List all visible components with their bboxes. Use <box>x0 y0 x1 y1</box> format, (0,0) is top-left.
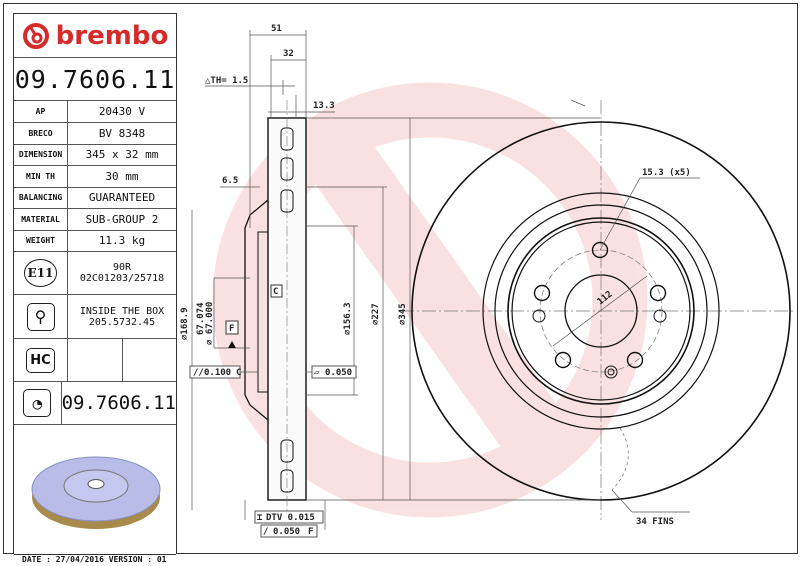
brand-row: brembo <box>14 14 176 58</box>
spec-row-weight: WEIGHT 11.3 kg <box>14 230 176 252</box>
svg-text:F: F <box>308 527 313 537</box>
brand-name: brembo <box>55 20 169 51</box>
spec-value: 20430 V <box>98 105 146 118</box>
disc-3d-image <box>14 425 176 555</box>
brembo-logo-icon <box>22 22 49 49</box>
spec-label: AP <box>14 101 68 122</box>
dim-13-3: 13.3 <box>313 101 335 111</box>
spec-label: WEIGHT <box>14 230 68 251</box>
bolt-hole-label: 15.3 (x5) <box>642 168 691 178</box>
dim-67-074: 67.074 <box>196 302 206 335</box>
screws-note: INSIDE THE BOX <box>79 305 165 317</box>
dim-32: 32 <box>283 49 294 59</box>
svg-text:/: / <box>263 527 268 537</box>
parallelism-tolerance: //0.100 C <box>189 365 241 379</box>
hc-row: HC <box>14 339 176 382</box>
disc-pad-kit-icon: ◔ <box>23 389 52 417</box>
spec-value: 11.3 kg <box>98 234 146 247</box>
kit-part-number: 09.7606.11 <box>61 392 176 414</box>
spec-label: BALANCING <box>14 187 68 208</box>
svg-text://: // <box>193 368 204 378</box>
dim-delta-th: △TH= 1.5 <box>205 76 248 86</box>
svg-text:F: F <box>229 324 234 334</box>
spec-row-dimension: DIMENSION 345 x 32 mm <box>14 144 176 166</box>
svg-text:DTV 0.015: DTV 0.015 <box>266 513 315 523</box>
svg-text:C: C <box>273 287 278 297</box>
screws-part-number: 205.5732.45 <box>88 316 156 328</box>
sheet-frame <box>3 3 798 554</box>
e11-badge-icon: E11 <box>23 259 58 287</box>
svg-text:⌶: ⌶ <box>257 513 263 523</box>
spec-value: SUB-GROUP 2 <box>85 212 159 226</box>
svg-text:C: C <box>236 368 241 378</box>
dim-156-3: ⌀156.3 <box>343 302 353 335</box>
dim-67-000: ⌀ 67.000 <box>205 302 215 345</box>
spec-label: MATERIAL <box>14 208 68 230</box>
spec-row-min-th: MIN TH 30 mm <box>14 165 176 188</box>
dim-51: 51 <box>271 24 282 34</box>
dim-227: ⌀227 <box>371 303 381 325</box>
spec-label: DIMENSION <box>14 144 68 165</box>
disc-section-view <box>191 30 600 530</box>
svg-text:0.050: 0.050 <box>325 368 352 378</box>
spec-label: BRECO <box>14 122 68 144</box>
screw-icon: ⚲ <box>26 302 55 331</box>
spec-label: MIN TH <box>14 165 68 187</box>
svg-text:0.050: 0.050 <box>273 527 300 537</box>
brembo-logo: brembo <box>14 21 176 51</box>
kit-row: ◔ 09.7606.11 <box>14 382 176 425</box>
homologation-code: 90R <box>112 262 132 273</box>
datum-f: F <box>225 320 239 348</box>
spec-value: GUARANTEED <box>88 191 156 204</box>
spec-row-breco: BRECO BV 8348 <box>14 122 176 145</box>
runout-tolerance: / 0.050 F <box>260 524 318 538</box>
dim-168-9: ⌀168.9 <box>180 307 190 340</box>
dtv-tolerance: ⌶DTV 0.015 <box>254 510 324 524</box>
datum-c: C <box>270 284 283 298</box>
svg-text:▱: ▱ <box>314 368 320 378</box>
spec-value: BV 8348 <box>98 126 146 140</box>
svg-text:0.100: 0.100 <box>204 368 231 378</box>
hc-badge-icon: HC <box>26 347 55 373</box>
spec-value: 345 x 32 mm <box>85 148 159 161</box>
dim-345: ⌀345 <box>398 303 408 325</box>
homologation-number: 02C01203/25718 <box>79 273 165 284</box>
part-number-row: 09.7606.11 <box>14 58 176 101</box>
spec-row-balancing: BALANCING GUARANTEED <box>14 187 176 209</box>
disc-front-view <box>400 99 795 520</box>
spec-row-ap: AP 20430 V <box>14 101 176 123</box>
spec-row-material: MATERIAL SUB-GROUP 2 <box>14 208 176 231</box>
dim-6-5: 6.5 <box>222 176 238 186</box>
date-version-footer: DATE : 27/04/2016 VERSION : 01 <box>22 555 167 564</box>
spec-value: 30 mm <box>105 169 139 183</box>
flatness-tolerance: ▱ 0.050 <box>311 365 357 379</box>
fins-label: 34 FINS <box>636 517 674 527</box>
part-number: 09.7606.11 <box>14 64 176 94</box>
